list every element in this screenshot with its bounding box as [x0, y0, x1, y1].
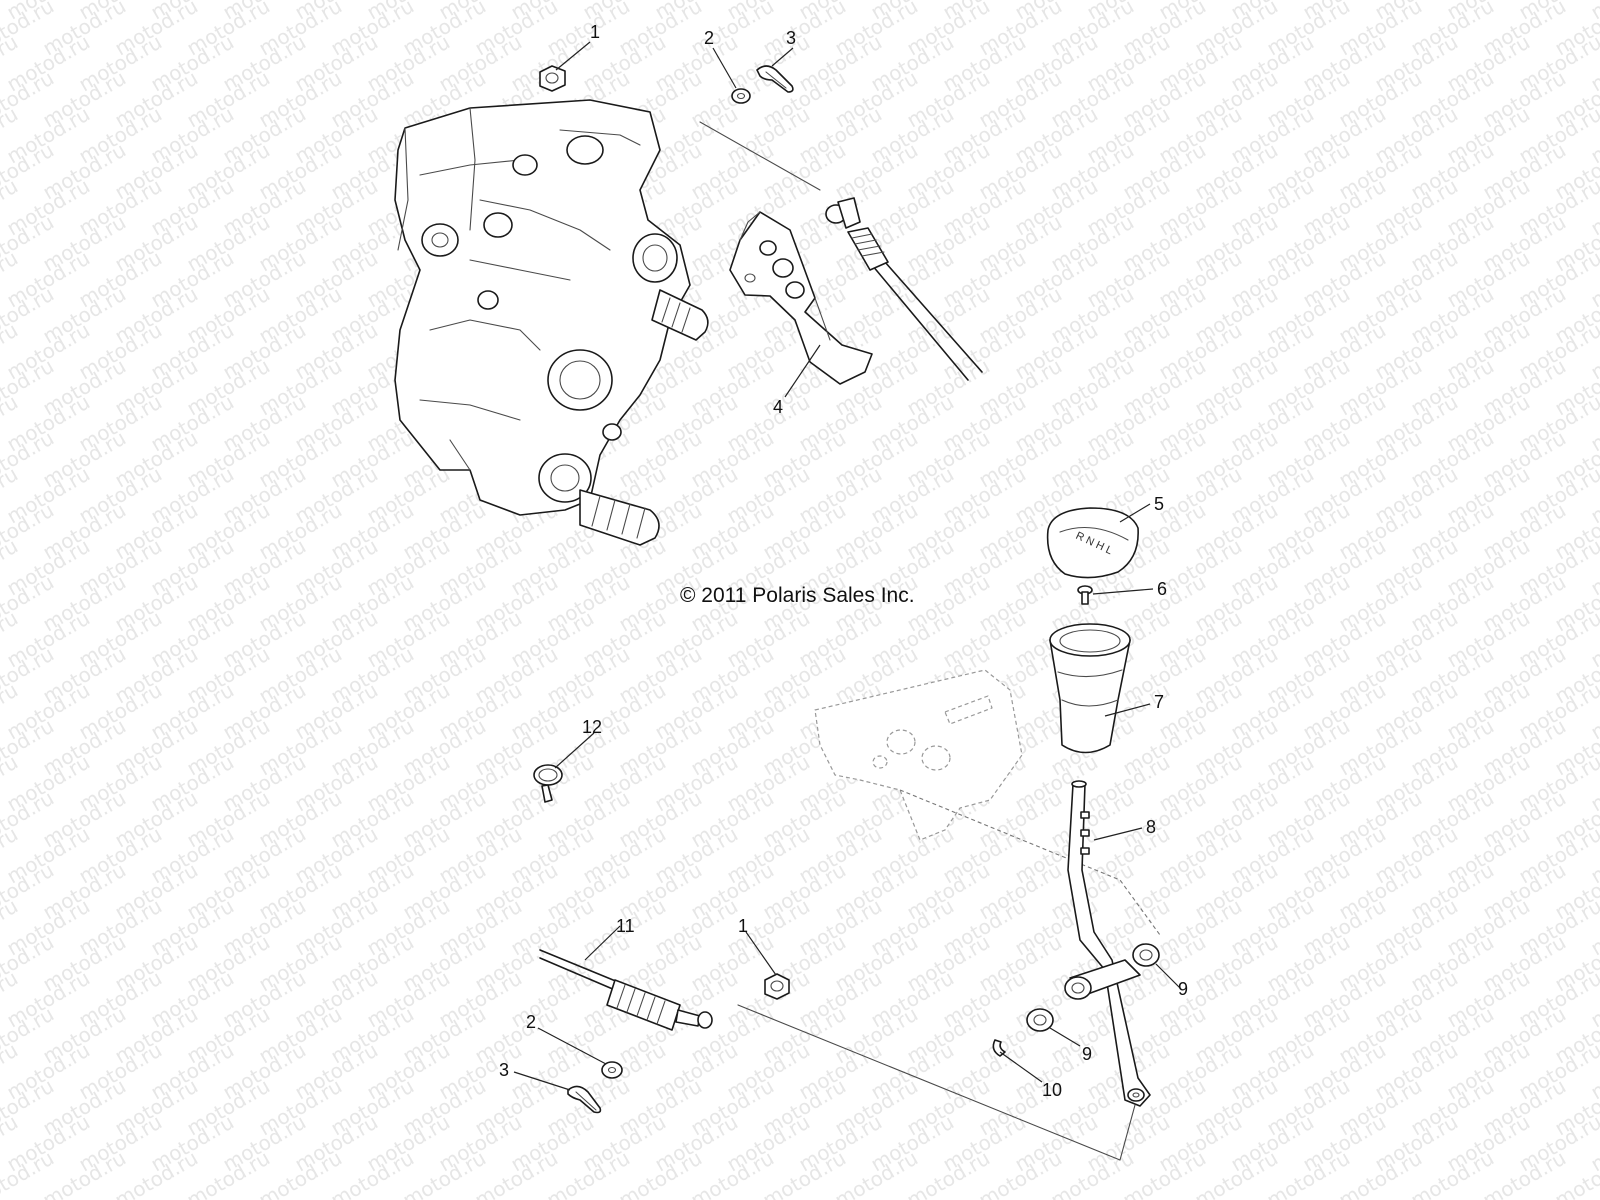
callout-1-bottom: 1	[738, 916, 748, 936]
nut-bottom	[764, 973, 790, 1000]
shift-knob: R N H L	[1046, 507, 1139, 579]
washer-top	[731, 88, 751, 104]
callout-9-low: 9	[1082, 1044, 1092, 1064]
callout-5: 5	[1154, 494, 1164, 514]
bushing-low	[1026, 1008, 1054, 1032]
callout-3-top: 3	[786, 28, 796, 48]
callout-12: 12	[582, 717, 602, 737]
callout-6: 6	[1157, 579, 1167, 599]
callout-2-top: 2	[704, 28, 714, 48]
callout-7: 7	[1154, 692, 1164, 712]
copyright-notice: © 2011 Polaris Sales Inc.	[680, 584, 915, 607]
bushing-right	[1132, 943, 1160, 967]
nut-top	[539, 65, 566, 92]
callout-1-top: 1	[590, 22, 600, 42]
callout-11: 11	[616, 916, 635, 936]
callout-3-bottom: 3	[499, 1060, 509, 1080]
washer-bottom	[601, 1061, 623, 1079]
callout-9-right: 9	[1178, 979, 1188, 999]
callout-4: 4	[773, 397, 783, 417]
callout-10: 10	[1042, 1080, 1062, 1100]
callout-2-bottom: 2	[526, 1012, 536, 1032]
callout-8: 8	[1146, 817, 1156, 837]
